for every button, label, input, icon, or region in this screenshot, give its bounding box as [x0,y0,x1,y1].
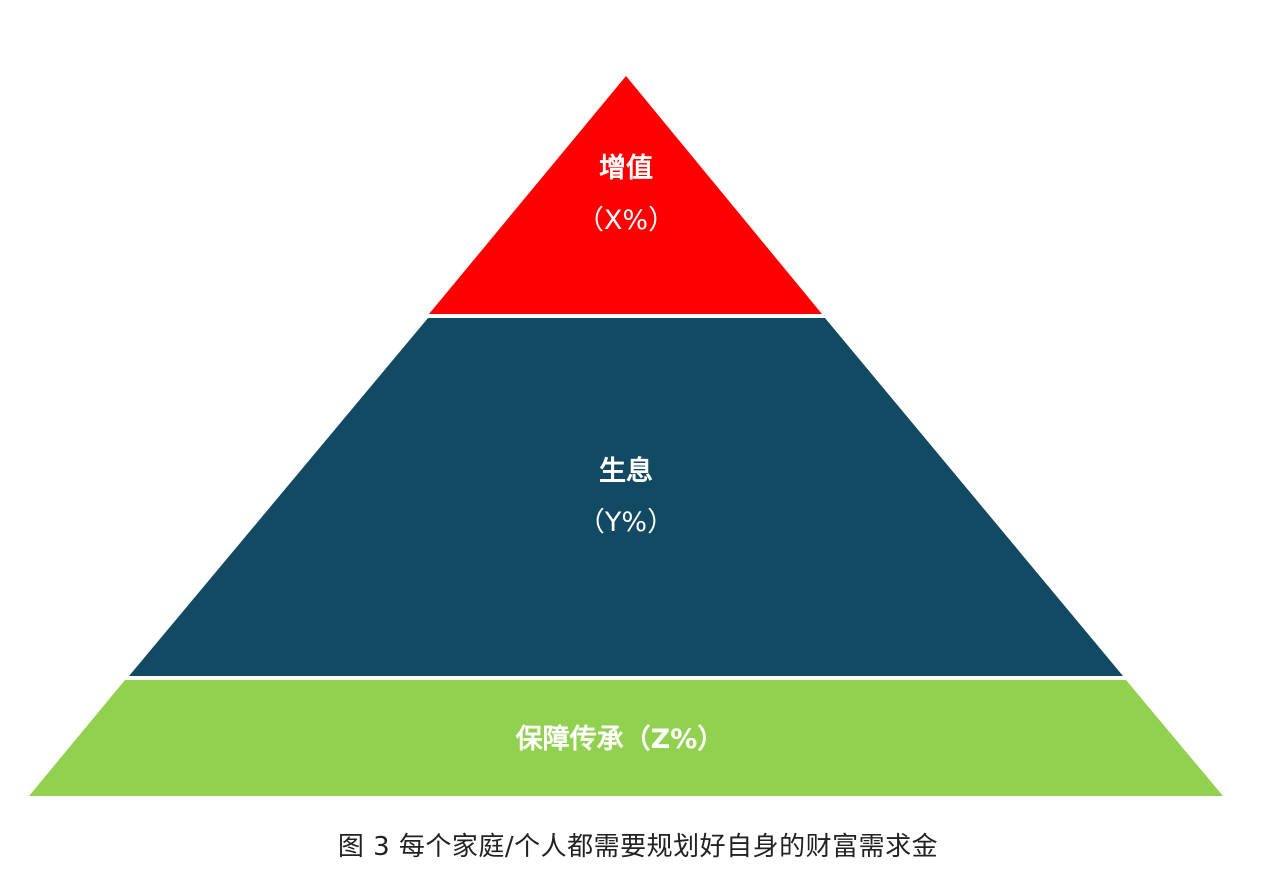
tier-top-label: 增值 [599,152,653,184]
tier-bottom-label: 保障传承（Z%） [515,723,725,755]
tier-middle-label: 生息 [599,455,653,487]
tier-middle-percent: （Y%） [578,507,674,538]
pyramid-tier-middle [129,318,1123,676]
figure-caption: 图 3 每个家庭/个人都需要规划好自身的财富需求金 [337,832,939,862]
pyramid-tier-bottom [29,680,1223,796]
pyramid-tier-top [429,76,822,314]
tier-top-percent: （X%） [577,205,675,236]
